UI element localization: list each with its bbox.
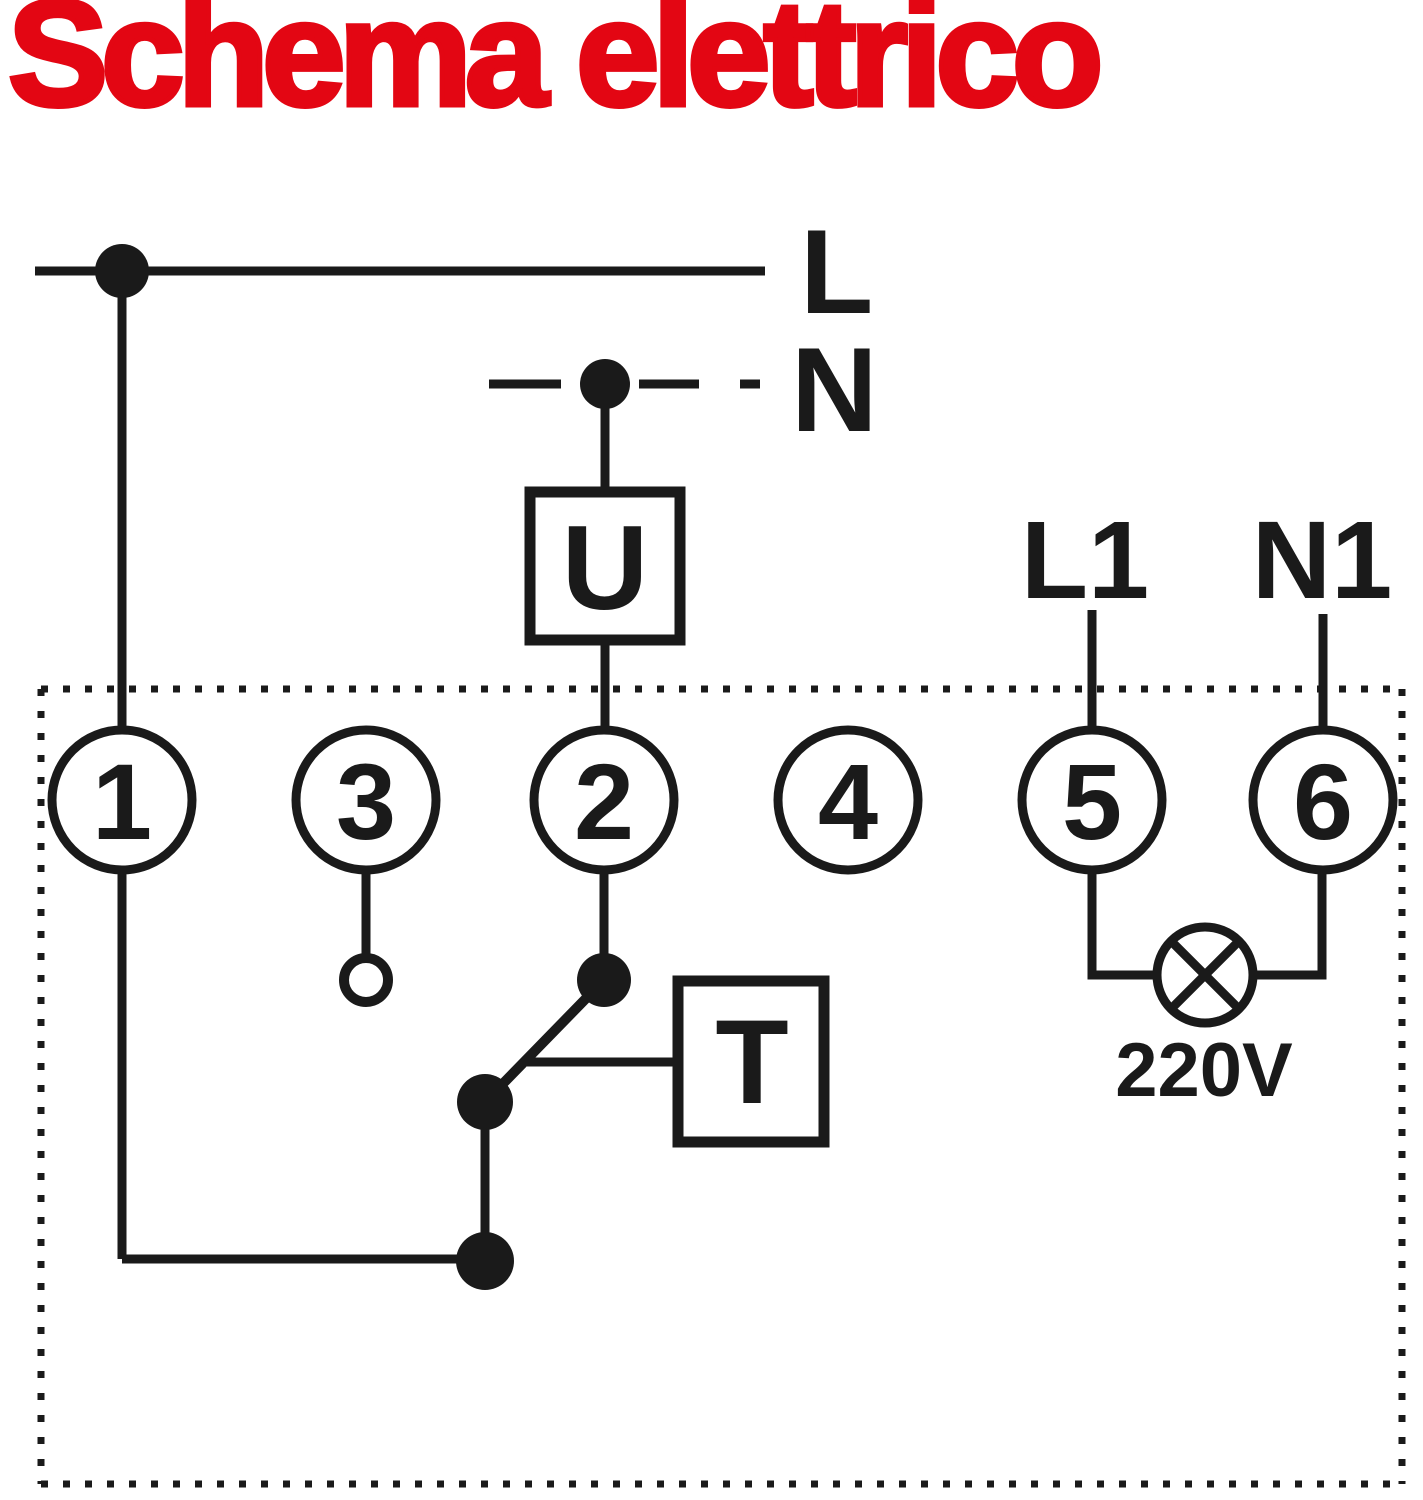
terminal-5-circle [1017,725,1167,875]
wire-terminal6-to-lamp [1253,868,1327,980]
lamp-icon [1152,922,1258,1028]
lamp-cross-2 [1167,937,1243,1013]
t-component-label: T [715,995,788,1129]
terminal-1-label: 1 [92,741,152,862]
switch-contact-dot [457,1074,513,1130]
terminal3-open-contact [339,953,393,1007]
load-l1-label: L1 [1021,499,1149,622]
switch-lever [481,976,608,1106]
lamp-voltage-label: 220V [1115,1028,1293,1113]
terminal-4-label: 4 [818,741,878,862]
terminal-3-label: 3 [336,741,396,862]
terminal-3-circle [291,725,441,875]
load-n1-label: N1 [1252,499,1393,622]
terminal-4-circle [773,725,923,875]
terminal-row: 1 3 2 4 5 6 [47,725,1398,875]
terminal-6-label: 6 [1293,741,1353,862]
device-boundary-box [37,685,1406,1488]
page-title: Schema elettrico [6,0,1107,137]
switch-pivot-dot [577,953,631,1007]
u-component-label: U [562,501,649,635]
u-component-box [524,486,686,646]
terminal-6-circle [1248,725,1398,875]
terminal-5-label: 5 [1062,741,1122,862]
live-label: L [800,205,873,339]
t-component-box [672,975,830,1148]
neutral-label: N [791,323,878,457]
wire-terminal5-to-lamp [1087,868,1157,980]
terminal-2-circle [529,725,679,875]
terminal-2-label: 2 [574,741,634,862]
terminal-1-circle [47,725,197,875]
